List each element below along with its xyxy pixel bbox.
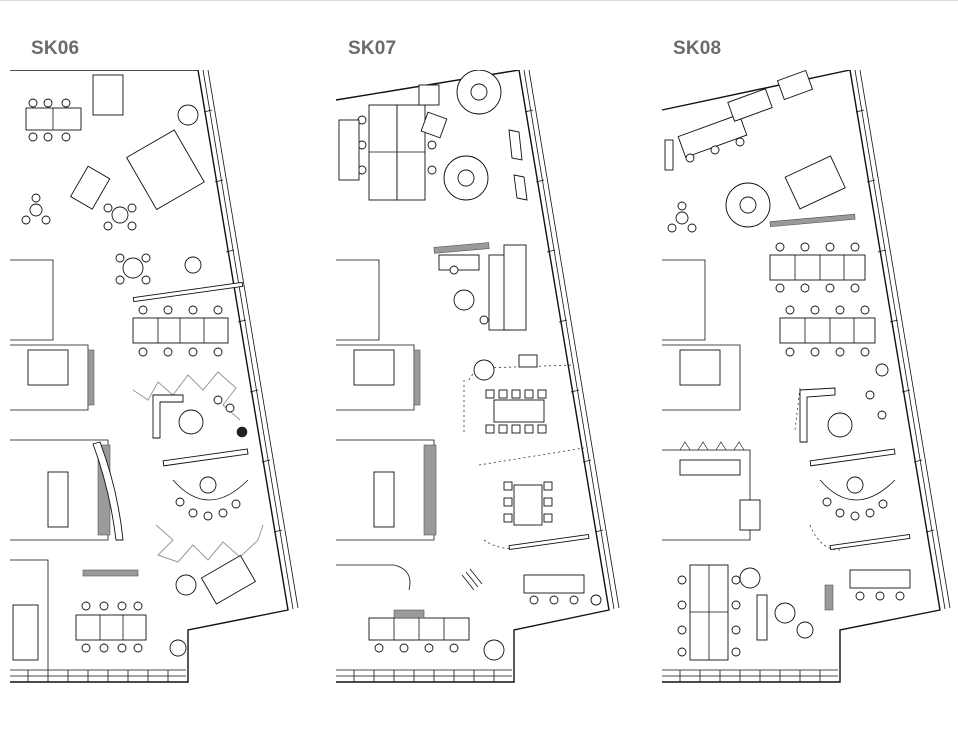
bench-desks-mid — [132, 281, 244, 357]
floor-plan-sk06 — [10, 70, 299, 683]
bench-desks-mid — [769, 213, 876, 357]
bottom-desks — [677, 564, 911, 661]
plan-title-sk07: SK07 — [348, 38, 397, 59]
floor-plan-sk08 — [661, 70, 951, 683]
core-rooms — [662, 259, 761, 541]
round-tables — [21, 104, 202, 285]
round-tables-top — [443, 70, 528, 201]
bottom-desks — [368, 568, 602, 661]
curved-banquette — [809, 448, 911, 551]
curved-banquette — [92, 441, 249, 541]
building-walls — [10, 70, 299, 683]
bench-desks-top — [338, 84, 448, 201]
zigzag-zone-2 — [155, 524, 264, 563]
desk-cluster-top — [25, 74, 205, 211]
meeting-room-2 — [478, 447, 590, 551]
bench-desks-top — [664, 70, 814, 171]
plan-title-sk08: SK08 — [673, 38, 722, 59]
lounge-corner — [794, 363, 889, 443]
core-rooms — [336, 259, 437, 591]
round-tables — [667, 155, 846, 233]
zigzag-zone-1 — [132, 371, 248, 439]
bottom-desks — [12, 554, 257, 661]
top-divider — [0, 0, 958, 1]
building-walls — [661, 70, 951, 683]
lounge-cluster — [433, 242, 527, 331]
plan-title-sk06: SK06 — [31, 38, 80, 59]
meeting-room-1 — [463, 354, 575, 435]
floor-plan-sk07 — [335, 70, 620, 683]
